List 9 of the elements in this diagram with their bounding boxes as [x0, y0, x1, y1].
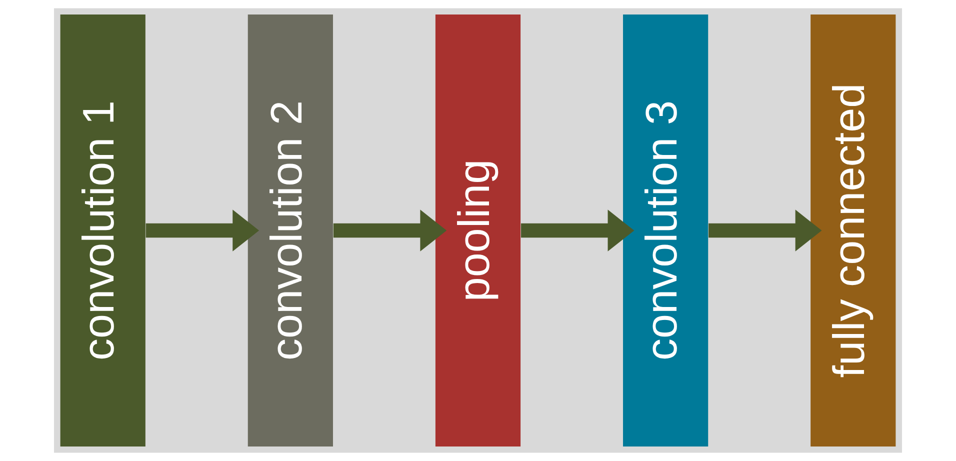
node-box: convolution 2 — [248, 14, 333, 446]
arrow — [146, 210, 260, 252]
node-box: convolution 3 — [623, 14, 708, 446]
arrow — [333, 210, 447, 252]
arrow — [708, 210, 822, 252]
node-box: convolution 1 — [60, 14, 146, 446]
arrow — [520, 210, 634, 252]
node-box: pooling — [435, 14, 521, 446]
node-box: fully connected — [810, 14, 896, 446]
